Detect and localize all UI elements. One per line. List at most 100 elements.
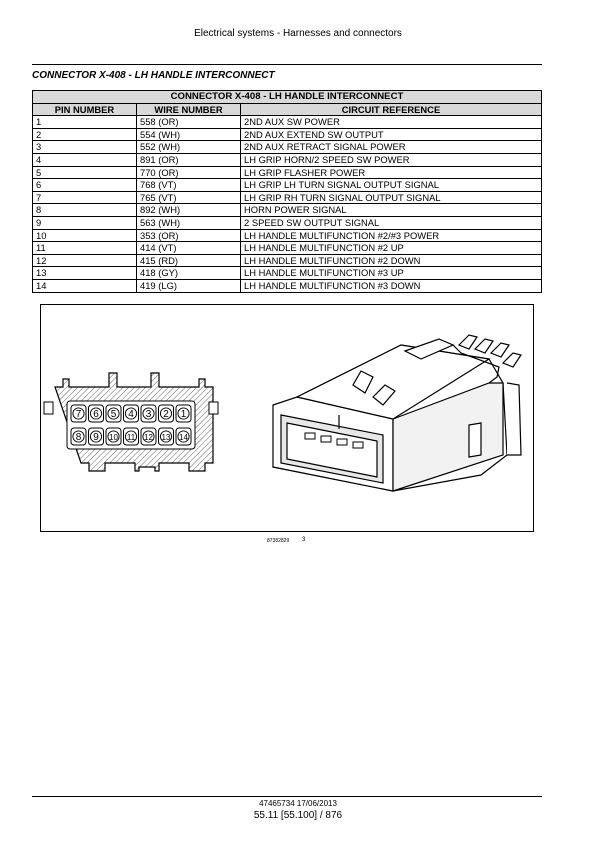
- column-header-pin-number: PIN NUMBER: [32, 102, 137, 117]
- document-id: 47465734 17/06/2013: [259, 799, 337, 808]
- figure-number: 3: [302, 537, 306, 543]
- pin-number-cell: 4: [32, 152, 137, 167]
- connector-isometric-view: [272, 334, 522, 492]
- pin-label: 4: [128, 409, 134, 420]
- pin-label: 5: [111, 409, 117, 420]
- wire-number-cell: 419 (LG): [136, 278, 241, 293]
- circuit-reference-cell: 2 SPEED SW OUTPUT SIGNAL: [240, 215, 542, 230]
- wire-number-cell: 554 (WH): [136, 127, 241, 142]
- pin-label: 13: [162, 433, 171, 442]
- header-rule: [32, 64, 542, 65]
- pin-terminal: [177, 430, 190, 443]
- wire-number-cell: 770 (OR): [136, 165, 241, 180]
- column-header-circuit-reference: CIRCUIT REFERENCE: [240, 102, 542, 117]
- pin-number-cell: 10: [32, 228, 137, 243]
- wire-number-cell: 892 (WH): [136, 203, 241, 217]
- circuit-reference-cell: LH GRIP LH TURN SIGNAL OUTPUT SIGNAL: [240, 178, 542, 192]
- pin-terminal: [72, 430, 85, 443]
- connector-pin-table: CONNECTOR X-408 - LH HANDLE INTERCONNECT…: [32, 90, 542, 293]
- wire-number-cell: 891 (OR): [136, 152, 241, 167]
- pin-label: 8: [76, 432, 82, 443]
- pin-terminal: [142, 430, 155, 443]
- wire-number-cell: 563 (WH): [136, 215, 241, 230]
- wire-number-cell: 414 (VT): [136, 241, 241, 255]
- pin-label: 14: [179, 433, 188, 442]
- wire-number-cell: 552 (WH): [136, 140, 241, 154]
- circuit-reference-cell: LH HANDLE MULTIFUNCTION #2/#3 POWER: [240, 228, 542, 243]
- wire-number-cell: 415 (RD): [136, 253, 241, 268]
- pin-label: 6: [93, 409, 99, 420]
- pin-number-cell: 9: [32, 215, 137, 230]
- pin-number-cell: 14: [32, 278, 137, 293]
- circuit-reference-cell: LH GRIP HORN/2 SPEED SW POWER: [240, 152, 542, 167]
- pin-terminal: [89, 430, 103, 443]
- pin-terminal: [142, 407, 155, 420]
- pin-label: 1: [181, 409, 187, 420]
- pin-terminal: [89, 407, 103, 420]
- pin-label: 10: [109, 433, 118, 442]
- figure-image-id: 87382829: [267, 538, 290, 544]
- page-number: 55.11 [55.100] / 876: [253, 810, 343, 821]
- pin-number-cell: 7: [32, 190, 137, 205]
- pin-number-cell: 12: [32, 253, 137, 268]
- circuit-reference-cell: LH HANDLE MULTIFUNCTION #3 UP: [240, 266, 542, 280]
- pin-terminal: [159, 430, 173, 443]
- wire-number-cell: 353 (OR): [136, 228, 241, 243]
- table-caption: CONNECTOR X-408 - LH HANDLE INTERCONNECT: [32, 90, 542, 104]
- wire-number-cell: 768 (VT): [136, 178, 241, 192]
- circuit-reference-cell: 2ND AUX SW POWER: [240, 115, 542, 129]
- pin-label: 3: [146, 409, 152, 420]
- pin-number-cell: 6: [32, 178, 137, 192]
- pin-terminal: [177, 407, 190, 420]
- pin-label: 12: [144, 433, 153, 442]
- pin-terminal: [72, 407, 85, 420]
- pin-label: 2: [163, 409, 169, 420]
- pin-terminal: [124, 407, 138, 420]
- pin-label: 11: [127, 433, 136, 442]
- pin-label: 9: [93, 432, 99, 443]
- pin-terminal: [159, 407, 173, 420]
- circuit-reference-cell: 2ND AUX RETRACT SIGNAL POWER: [240, 140, 542, 154]
- circuit-reference-cell: HORN POWER SIGNAL: [240, 203, 542, 217]
- pin-terminal: [107, 407, 120, 420]
- circuit-reference-cell: LH GRIP RH TURN SIGNAL OUTPUT SIGNAL: [240, 190, 542, 205]
- pin-number-cell: 11: [32, 241, 137, 255]
- pin-terminal: [107, 430, 120, 443]
- pin-number-cell: 3: [32, 140, 137, 154]
- pin-label: 7: [76, 409, 82, 420]
- pin-number-cell: 1: [32, 115, 137, 129]
- circuit-reference-cell: LH HANDLE MULTIFUNCTION #2 UP: [240, 241, 542, 255]
- wire-number-cell: 765 (VT): [136, 190, 241, 205]
- wire-number-cell: 418 (GY): [136, 266, 241, 280]
- pin-number-cell: 2: [32, 127, 137, 142]
- section-title: CONNECTOR X-408 - LH HANDLE INTERCONNECT: [32, 70, 275, 81]
- circuit-reference-cell: LH HANDLE MULTIFUNCTION #3 DOWN: [240, 278, 542, 293]
- pin-number-cell: 13: [32, 266, 137, 280]
- footer-rule: [32, 796, 542, 797]
- page-header: Electrical systems - Harnesses and conne…: [194, 28, 402, 39]
- circuit-reference-cell: LH GRIP FLASHER POWER: [240, 165, 542, 180]
- wire-number-cell: 558 (OR): [136, 115, 241, 129]
- column-header-wire-number: WIRE NUMBER: [136, 102, 241, 117]
- pin-number-cell: 5: [32, 165, 137, 180]
- circuit-reference-cell: 2ND AUX EXTEND SW OUTPUT: [240, 127, 542, 142]
